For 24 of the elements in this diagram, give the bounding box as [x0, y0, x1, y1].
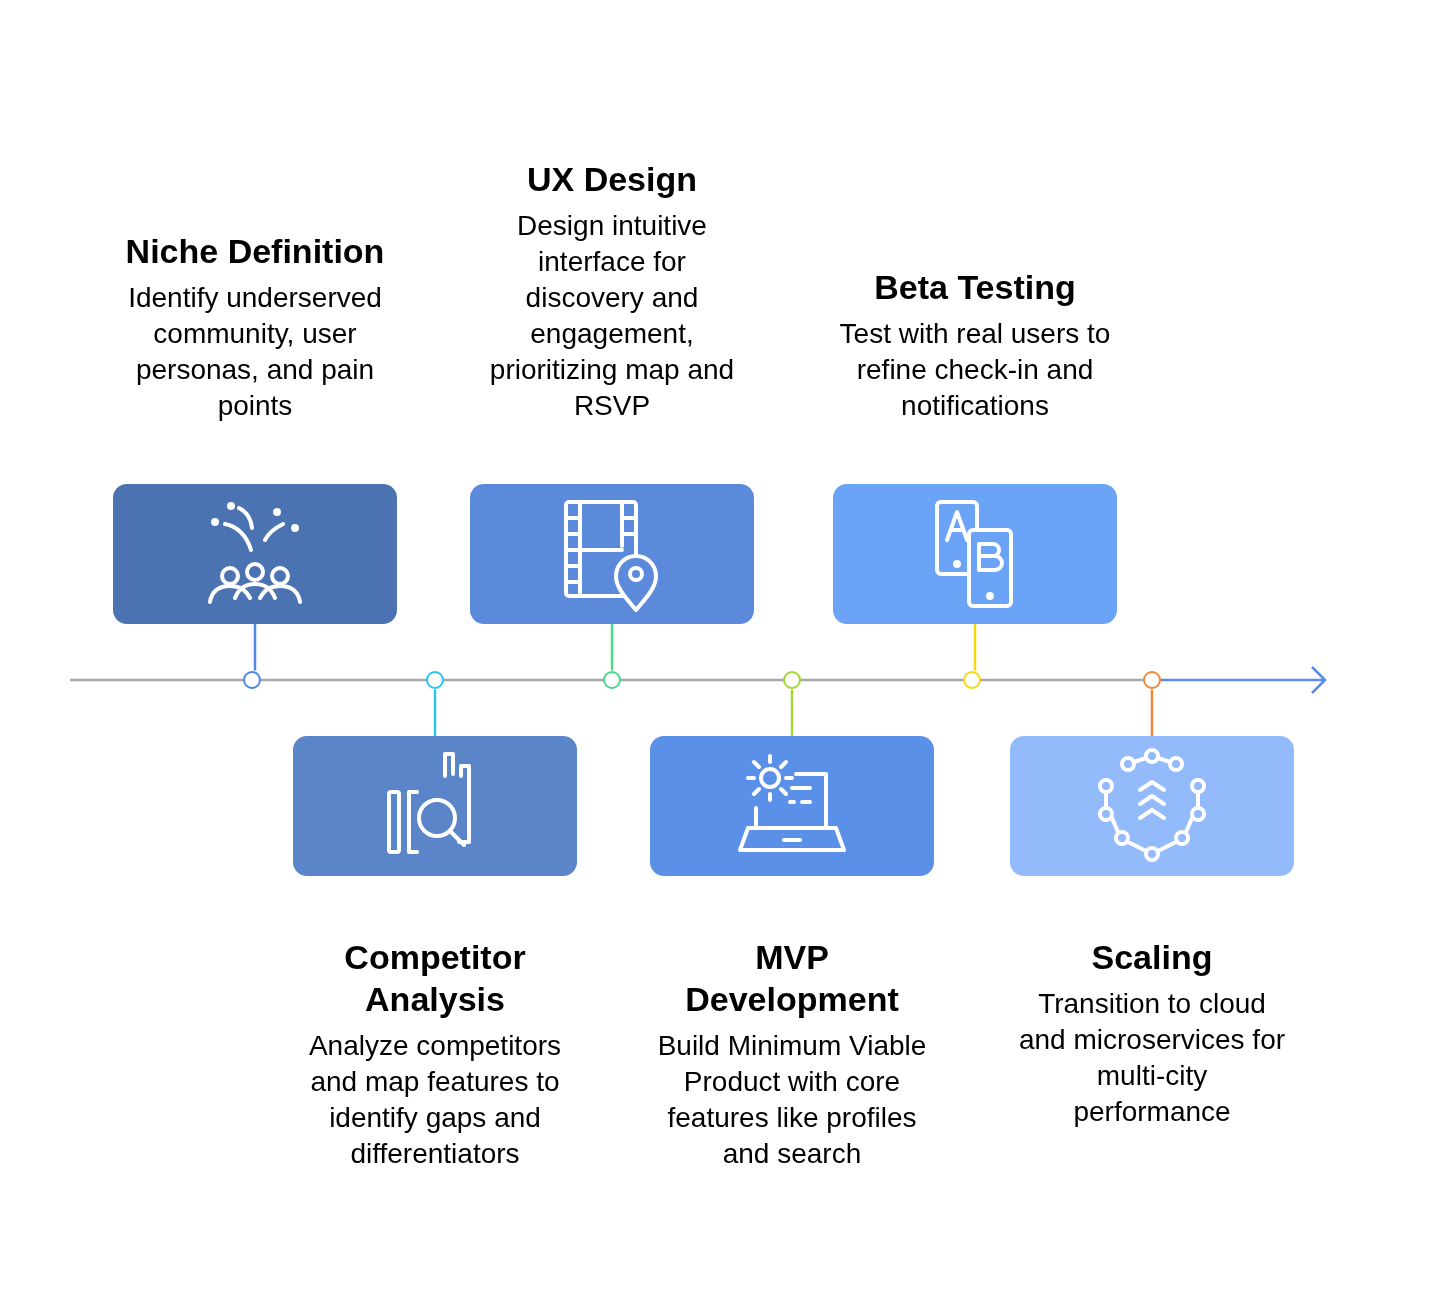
connector-line: [433, 689, 437, 736]
timeline-dot: [782, 670, 801, 689]
stage-description: Build Minimum Viable Product with core features like profiles and search: [656, 1029, 928, 1171]
timeline-dot: [962, 670, 981, 689]
stage-description: Identify underserved community, user personas, and pain points: [127, 281, 383, 423]
connector-line: [253, 624, 257, 671]
connector-line: [610, 624, 614, 671]
stage-heading: UX Design: [526, 159, 697, 200]
connector-line: [790, 689, 794, 736]
stage-description: Analyze competitors and map features to identify gaps and differentiators: [307, 1029, 563, 1171]
stage-description: Transition to cloud and microservices for multi-city performance: [1017, 987, 1287, 1129]
timeline-dot: [425, 670, 444, 689]
stage-heading: Competitor Analysis: [343, 937, 527, 1020]
connector-line: [973, 624, 977, 671]
connector-line: [1150, 689, 1154, 736]
stage-heading: Beta Testing: [874, 267, 1076, 308]
timeline-dot: [1142, 670, 1161, 689]
stage-description: Test with real users to refine check-in and notifications: [839, 317, 1111, 423]
stage-heading: Scaling: [1091, 937, 1213, 978]
stage-heading: Niche Definition: [125, 231, 385, 272]
stage-heading: MVP Development: [684, 937, 900, 1020]
stage-description: Design intuitive interface for discovery and engagement, prioritizing map and RSVP: [488, 209, 736, 423]
timeline-dot: [242, 670, 261, 689]
timeline-dot: [602, 670, 621, 689]
